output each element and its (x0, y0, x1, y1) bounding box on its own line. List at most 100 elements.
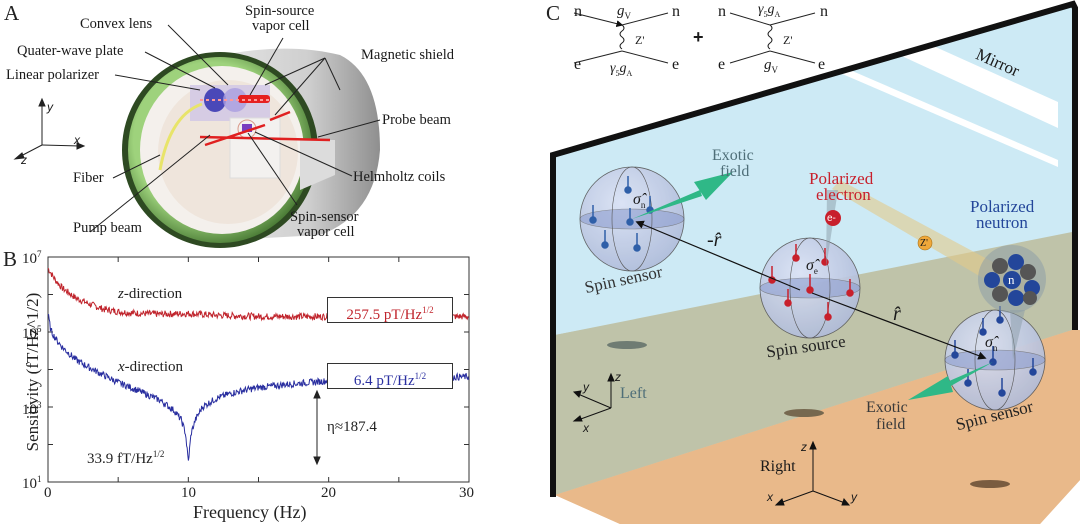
mirror-stripe (840, 70, 1058, 167)
exotic-field-arrow-upper (632, 172, 733, 219)
left-axis-y: y (583, 380, 589, 394)
label-linear-polarizer: Linear polarizer (6, 67, 99, 83)
feynman-diagram-1 (573, 12, 669, 64)
y-tick-base: 10 (22, 402, 37, 418)
floor-left-upper (555, 275, 1072, 495)
exotic-field-upper-2: field (720, 163, 750, 180)
x-italic: x (118, 359, 125, 375)
shadow (784, 409, 824, 417)
z-value-box: 257.5 pT/Hz1/2 (327, 297, 453, 323)
electron-symbol: e- (827, 213, 836, 224)
left-axis-z: z (615, 370, 621, 384)
panel-c-letter: C (546, 1, 561, 25)
min-sup: 1/2 (152, 449, 165, 459)
feynman-n-out-2: n (820, 3, 828, 20)
gv-sub: V (624, 11, 632, 21)
axis-y-label-a: y (47, 100, 53, 114)
sigma: σ̂ (633, 191, 641, 208)
z-boson-symbol: Z' (920, 238, 928, 249)
z-direction-label: z-direction (118, 286, 182, 303)
feynman-n-in-2: n (718, 3, 726, 20)
label-convex-lens: Convex lens (80, 16, 153, 32)
sigma-n-upper: σ̂n (633, 192, 645, 213)
label-helmholtz-coils: Helmholtz coils (353, 169, 446, 185)
label-magnetic-shield: Magnetic shield (361, 47, 455, 63)
apparatus-illustration (13, 24, 381, 248)
z-italic: z (118, 286, 124, 302)
laser-beams (199, 110, 331, 147)
y-tick-exp: 1 (37, 474, 42, 484)
gamma: γ (610, 61, 616, 76)
label-spin-sensor-cell-2: vapor cell (297, 224, 355, 240)
feynman-e-out-1: e (672, 56, 680, 73)
y-tick-base: 10 (22, 251, 37, 267)
axes-a (13, 97, 86, 160)
eta-arrow (313, 389, 321, 466)
x-tick-label: 30 (459, 485, 474, 501)
panel-a-letter: A (4, 1, 20, 25)
y-tick-base: 10 (22, 326, 37, 342)
exotic-field-lower-1: Exotic (866, 399, 908, 416)
polarized-electron-1: Polarized (809, 169, 874, 188)
left-axis-x: x (583, 421, 589, 435)
y-tick-label: 107 (22, 249, 42, 268)
sigma-sub: n (992, 343, 998, 354)
label-spin-source-cell-1: Spin-source (245, 3, 315, 19)
optics-assembly (190, 85, 270, 121)
neutron-symbol: n (1008, 272, 1015, 287)
x-value-box: 6.4 pT/Hz1/2 (327, 363, 453, 389)
polarized-neutron-1: Polarized (970, 197, 1035, 216)
neutron-spins-left (589, 176, 654, 252)
feynman-e-in-1: e (574, 56, 582, 73)
gamma: γ (758, 2, 764, 17)
right-axis-x: x (767, 490, 773, 504)
min-text: 33.9 fT/Hz (87, 451, 153, 467)
shadow (607, 341, 647, 349)
neutron-pointer (1010, 310, 1025, 360)
feynman-zprime-1: Z' (635, 33, 645, 47)
sigma-sub: n (640, 200, 646, 211)
minus-r-vector (635, 220, 801, 291)
minus-r-label: -r̂ (707, 229, 722, 251)
y-tick-label: 101 (22, 474, 42, 493)
feynman-n-in-1: n (574, 3, 582, 20)
feynman-ga-1: γ5gA (610, 61, 632, 81)
exotic-field-upper-1: Exotic (712, 147, 754, 164)
label-fiber: Fiber (73, 170, 104, 186)
x-axis-label: Frequency (Hz) (193, 502, 307, 522)
z-boson-particle (917, 235, 933, 251)
polarized-neutron-2: neutron (976, 213, 1028, 232)
y-tick-label: 103 (22, 400, 42, 419)
x-value-text: 6.4 pT/Hz (353, 373, 415, 389)
shadow (970, 480, 1010, 488)
axis-z-label-a: z (21, 153, 27, 167)
sigma-e: σ̂e (806, 258, 818, 279)
ga-sub: A (626, 68, 633, 78)
x-tick-label: 10 (181, 485, 196, 501)
sigma-n-lower: σ̂n (985, 335, 997, 356)
axis-ticks (47, 256, 470, 483)
neutron-spins-right (951, 306, 1037, 397)
right-label: Right (760, 458, 796, 475)
feynman-gv-2: gV (764, 58, 778, 78)
label-probe-beam: Probe beam (382, 112, 451, 128)
polarized-electron-2: electron (816, 185, 871, 204)
gv-sub: V (771, 65, 779, 75)
gamma-sub: 5 (615, 68, 620, 78)
z-value-text: 257.5 pT/Hz (346, 307, 423, 323)
feynman-diagram-2 (729, 12, 816, 64)
label-spin-source-cell-2: vapor cell (252, 18, 310, 34)
ga-g: g (619, 61, 627, 76)
axes-right (774, 440, 851, 506)
r-label: r̂ (893, 303, 901, 325)
label-pump-beam: Pump beam (73, 220, 142, 236)
y-tick-label: 105 (22, 324, 42, 343)
axes-left (572, 372, 615, 422)
mirror-stripe (880, 40, 1058, 128)
ga-sub: A (774, 9, 781, 19)
z-rest: -direction (123, 286, 183, 302)
label-quarter-wave-plate: Quater-wave plate (17, 43, 124, 59)
x-tick-label: 20 (321, 485, 336, 501)
exotic-field-arrow-lower (908, 362, 993, 400)
y-tick-exp: 7 (37, 249, 42, 259)
